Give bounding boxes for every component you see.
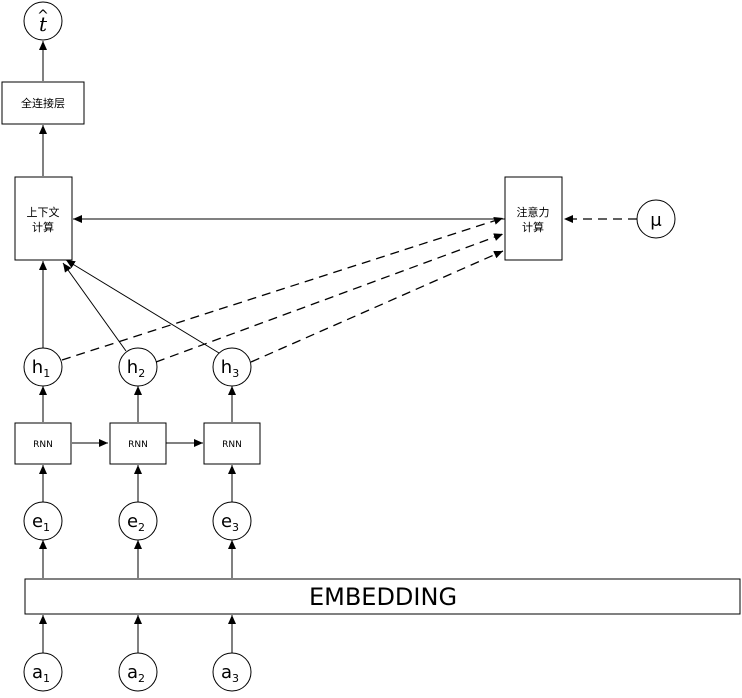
dashed-arrow-h3-attention <box>250 250 504 363</box>
svg-text:a3: a3 <box>221 662 239 685</box>
dashed-arrow-h1-attention <box>61 216 504 361</box>
input-3-sub: 3 <box>232 672 239 685</box>
output-hat: ^ <box>37 8 49 24</box>
context-label-line2: 计算 <box>32 220 54 234</box>
dashed-arrow-h2-attention <box>155 233 504 363</box>
hidden-node-2: h2 <box>118 347 158 387</box>
hidden-1-base: h <box>32 357 43 378</box>
attention-label-line1: 注意力 <box>517 205 550 219</box>
attention-box: 注意力 计算 <box>504 176 563 261</box>
embedded-2-sub: 2 <box>138 521 145 534</box>
input-3-base: a <box>221 662 232 683</box>
hidden-3-base: h <box>221 357 232 378</box>
output-node: ^ t <box>23 1 63 41</box>
svg-text:h2: h2 <box>127 357 145 380</box>
hidden-3-sub: 3 <box>232 367 239 380</box>
mu-node: μ <box>636 199 676 239</box>
rnn-cell-3: RNN <box>203 422 261 465</box>
context-box: 上下文 计算 <box>14 176 73 261</box>
input-node-1: a1 <box>23 652 63 692</box>
hidden-2-sub: 2 <box>138 367 145 380</box>
rnn-2-label: RNN <box>128 440 148 450</box>
svg-text:e3: e3 <box>221 511 239 534</box>
rnn-1-label: RNN <box>33 440 53 450</box>
embedded-node-1: e1 <box>23 501 63 541</box>
svg-text:h3: h3 <box>221 357 239 380</box>
arrow-h3-context <box>65 259 220 354</box>
embedding-box: EMBEDDING <box>24 578 741 615</box>
connectors <box>39 41 637 653</box>
hidden-1-sub: 1 <box>43 367 50 380</box>
embedded-2-base: e <box>127 511 138 532</box>
output-symbol: t <box>39 12 48 36</box>
svg-text:e1: e1 <box>32 511 50 534</box>
input-2-base: a <box>127 662 138 683</box>
embedded-3-base: e <box>221 511 232 532</box>
embedded-node-2: e2 <box>118 501 158 541</box>
svg-text:h1: h1 <box>32 357 50 380</box>
svg-text:e2: e2 <box>127 511 145 534</box>
input-node-2: a2 <box>118 652 158 692</box>
rnn-cell-2: RNN <box>109 422 167 465</box>
svg-text:a1: a1 <box>32 662 50 685</box>
fc-layer-box: 全连接层 <box>1 81 85 125</box>
svg-text:a2: a2 <box>127 662 145 685</box>
attention-label-line2: 计算 <box>522 220 544 234</box>
rnn-cell-1: RNN <box>14 422 72 465</box>
arrow-h2-context <box>62 262 127 352</box>
embedded-3-sub: 3 <box>232 521 239 534</box>
hidden-node-3: h3 <box>212 347 252 387</box>
input-1-sub: 1 <box>43 672 50 685</box>
hidden-2-base: h <box>127 357 138 378</box>
input-node-3: a3 <box>212 652 252 692</box>
embedded-1-sub: 1 <box>43 521 50 534</box>
embedded-node-3: e3 <box>212 501 252 541</box>
hidden-node-1: h1 <box>23 347 63 387</box>
context-label-line1: 上下文 <box>27 205 60 219</box>
input-2-sub: 2 <box>138 672 145 685</box>
embedded-1-base: e <box>32 511 43 532</box>
mu-label: μ <box>650 210 662 231</box>
rnn-3-label: RNN <box>222 440 242 450</box>
fc-layer-label: 全连接层 <box>21 96 65 110</box>
embedding-label: EMBEDDING <box>309 583 457 611</box>
input-1-base: a <box>32 662 43 683</box>
